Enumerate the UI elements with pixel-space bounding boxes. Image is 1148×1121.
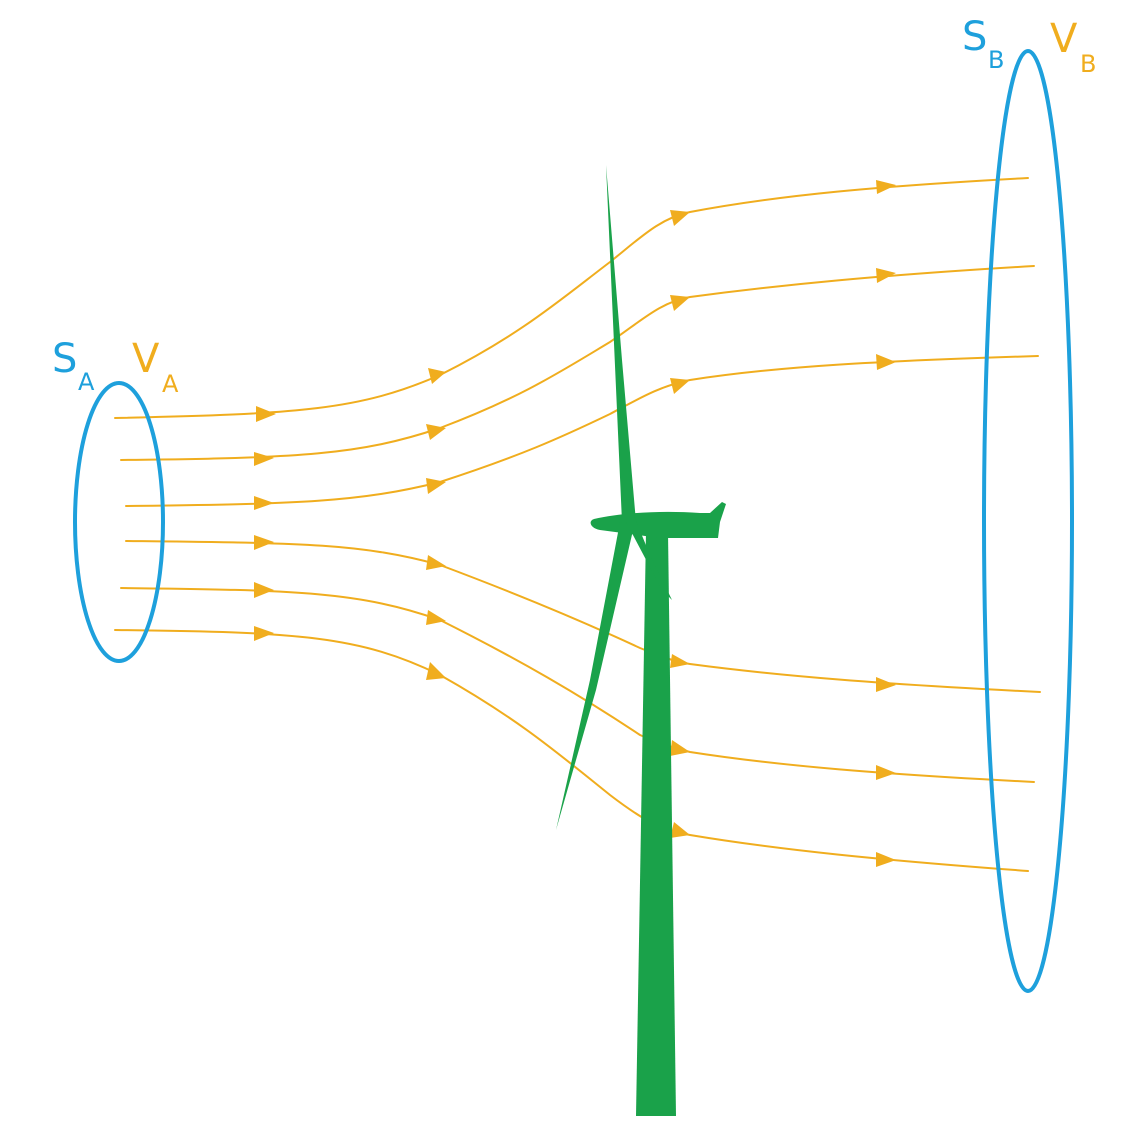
arrow-marker [670, 654, 690, 668]
arrow-marker [876, 852, 896, 867]
arrow-marker [426, 555, 446, 570]
arrow-marker [254, 535, 274, 550]
inlet-area-subscript: A [78, 368, 95, 396]
streamline-3 [125, 355, 1039, 507]
inlet-area-symbol: S [52, 336, 77, 382]
streamline-4 [125, 540, 1041, 693]
outlet-velocity-subscript: B [1080, 50, 1096, 78]
arrow-marker [876, 268, 896, 283]
turbine-blade-up [606, 165, 636, 522]
inlet-area-label: S [52, 336, 77, 382]
arrow-marker [428, 368, 446, 384]
arrow-marker [426, 424, 446, 440]
inlet-velocity-label: V [132, 336, 160, 382]
arrow-marker [426, 662, 446, 680]
arrow-marker [426, 610, 446, 625]
arrow-marker [254, 626, 274, 641]
streamlines [114, 177, 1041, 872]
arrow-marker [876, 765, 896, 780]
streamline-6 [114, 629, 1029, 872]
arrow-marker [670, 822, 690, 838]
arrow-marker [426, 478, 446, 494]
arrow-marker [670, 378, 690, 394]
inlet-velocity-subscript: A [162, 370, 179, 398]
arrow-marker [254, 452, 274, 466]
outlet-area-subscript: B [988, 46, 1004, 74]
wind-turbine [556, 165, 726, 1116]
outlet-velocity-label: V [1050, 16, 1078, 62]
outlet-area-label: S [962, 14, 987, 60]
arrow-marker [876, 180, 896, 194]
streamline-2 [120, 265, 1035, 461]
turbine-nacelle [590, 502, 726, 538]
arrow-marker [256, 406, 276, 422]
streamline-1 [114, 177, 1029, 419]
inlet-surface-ellipse [73, 381, 165, 663]
arrow-marker [254, 496, 274, 510]
arrow-marker [876, 677, 896, 692]
turbine-tower [636, 532, 676, 1116]
arrow-marker [670, 210, 690, 226]
streamline-5 [120, 587, 1035, 783]
turbine-blade-down-left [556, 522, 634, 830]
outlet-surface-ellipse [982, 49, 1074, 993]
arrow-marker [670, 740, 690, 756]
arrow-marker [254, 582, 274, 598]
streamline-arrows [254, 180, 896, 867]
arrow-marker [876, 354, 896, 370]
arrow-marker [670, 295, 690, 311]
turbine-blade-down-right [624, 516, 672, 600]
